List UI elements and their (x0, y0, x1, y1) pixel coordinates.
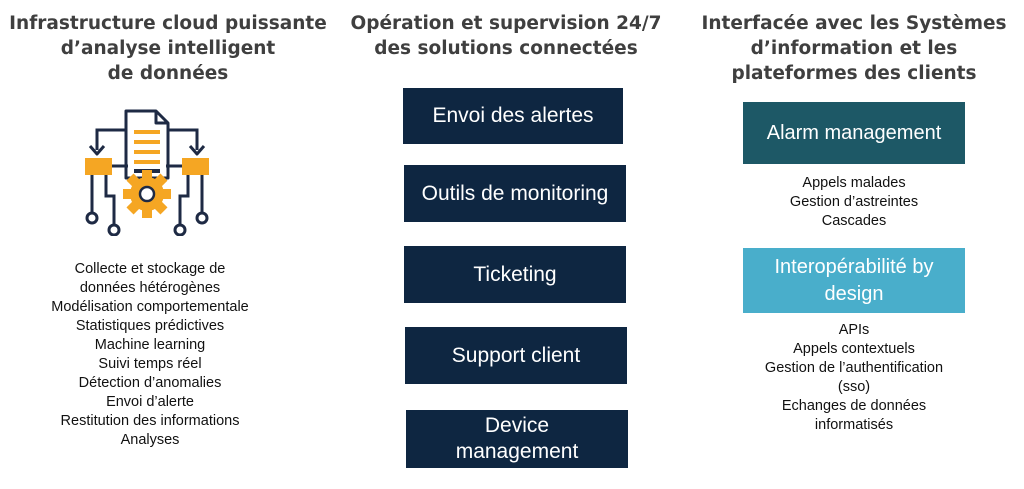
col2-title: Opération et supervision 24/7 des soluti… (345, 11, 667, 61)
interoperability-box-label: design (824, 282, 884, 305)
list-item: Gestion de l’authentification (764, 360, 944, 376)
list-item: Restitution des informations (60, 413, 240, 429)
list-item: Cascades (821, 213, 887, 229)
list-item: Collecte et stockage de (74, 261, 226, 277)
interoperability-box-label: Interopérabilité by (774, 255, 934, 278)
alarm-management-list: Appels malades Gestion d’astreintes Casc… (724, 174, 984, 231)
list-item: Modélisation comportementale (51, 299, 249, 315)
col1-feature-list: Collecte et stockage de données hétérogè… (20, 260, 280, 450)
support-client-box-label: Support client (451, 343, 581, 367)
list-item: Appels contextuels (793, 341, 915, 357)
col3-title-line: Interfacée avec les Systèmes (701, 13, 1007, 34)
device-management-box: Device management (406, 410, 628, 468)
ticketing-box-label: Ticketing (473, 262, 557, 286)
ticketing-box: Ticketing (404, 246, 626, 303)
col2-title-line: Opération et supervision 24/7 (350, 13, 662, 34)
list-item: Echanges de données (781, 398, 927, 414)
support-client-box: Support client (405, 327, 627, 384)
monitoring-box: Outils de monitoring (404, 165, 626, 222)
list-item: Suivi temps réel (98, 356, 202, 372)
interoperability-box: Interopérabilité by design (743, 248, 965, 313)
col3-title-line: plateformes des clients (731, 63, 977, 84)
alarm-management-box: Alarm management (743, 102, 965, 164)
device-management-box-label: Device (484, 414, 550, 437)
alerts-box: Envoi des alertes (403, 88, 623, 144)
list-item: Machine learning (94, 337, 206, 353)
data-processing-icon (82, 108, 212, 237)
list-item: données hétérogènes (79, 280, 221, 296)
col1-title-line: d’analyse intelligent (60, 38, 276, 59)
monitoring-box-label: Outils de monitoring (421, 181, 609, 205)
list-item: Analyses (120, 432, 180, 448)
col2-title-line: des solutions connectées (374, 38, 638, 59)
device-management-box-label: management (455, 440, 579, 463)
list-item: (sso) (837, 379, 871, 395)
alarm-management-box-label: Alarm management (766, 121, 942, 144)
alerts-box-label: Envoi des alertes (432, 104, 594, 127)
interoperability-list: APIs Appels contextuels Gestion de l’aut… (724, 321, 984, 435)
list-item: Gestion d’astreintes (789, 194, 919, 210)
col1-title-line: Infrastructure cloud puissante (9, 13, 327, 34)
col1-title: Infrastructure cloud puissante d’analyse… (8, 11, 328, 86)
list-item: Appels malades (802, 175, 906, 191)
list-item: Détection d’anomalies (78, 375, 222, 391)
col1-title-line: de données (107, 63, 229, 84)
col3-title: Interfacée avec les Systèmes d’informati… (695, 11, 1013, 86)
col3-title-line: d’information et les (750, 38, 958, 59)
list-item: APIs (838, 322, 870, 338)
list-item: Statistiques prédictives (75, 318, 225, 334)
list-item: Envoi d’alerte (106, 394, 194, 410)
list-item: informatisés (814, 417, 894, 433)
